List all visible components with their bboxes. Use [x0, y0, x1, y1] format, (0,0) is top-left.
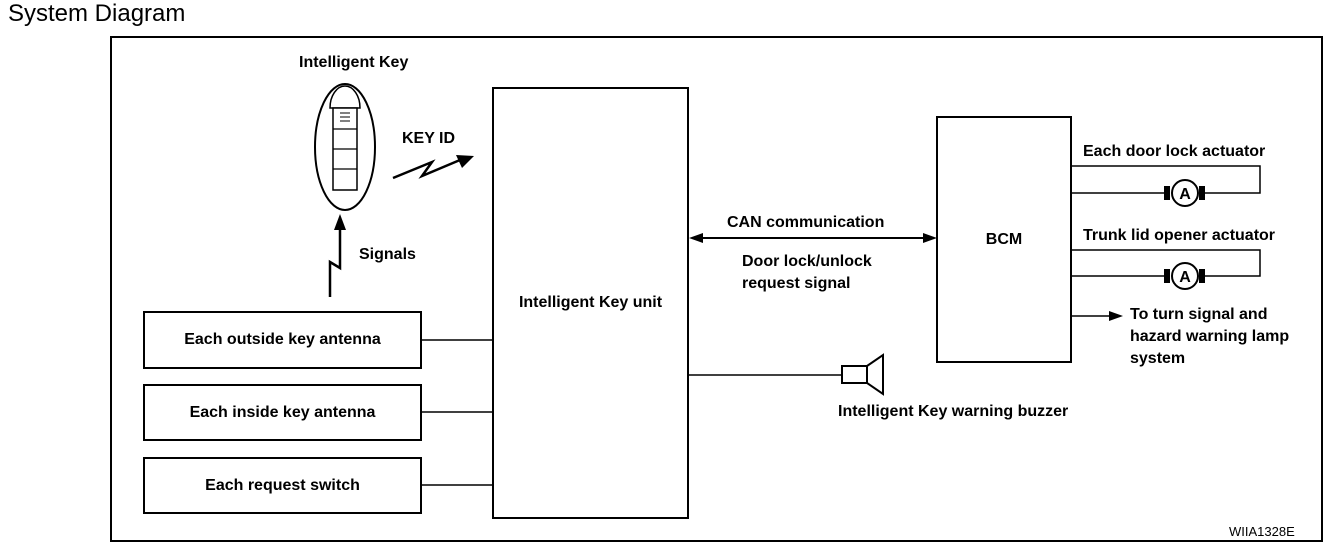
- diagram-frame: [110, 36, 1323, 542]
- inside-antenna-box: Each inside key antenna: [143, 384, 422, 441]
- intelligent-key-unit-label: Intelligent Key unit: [518, 294, 663, 311]
- trunk-actuator-symbol: A: [1179, 269, 1191, 286]
- buzzer-label: Intelligent Key warning buzzer: [838, 403, 1069, 420]
- key-id-wireless-icon: [392, 155, 474, 180]
- signals-wireless-icon: [328, 214, 346, 297]
- can-bus-arrow: [689, 233, 937, 243]
- door-lock-request-label: Door lock/unlock request signal: [742, 253, 872, 292]
- bcm-box: BCM: [936, 116, 1072, 363]
- can-communication-label: CAN communication: [727, 214, 885, 231]
- door-lock-actuator-circuit: [1071, 165, 1261, 207]
- buzzer-icon: [841, 353, 884, 396]
- intelligent-key-unit-box: Intelligent Key unit: [492, 87, 689, 519]
- outside-antenna-box: Each outside key antenna: [143, 311, 422, 369]
- key-id-label: KEY ID: [402, 130, 456, 147]
- bcm-label: BCM: [985, 230, 1023, 248]
- outside-antenna-label: Each outside key antenna: [184, 331, 381, 348]
- diagram-code: WIIA1328E: [1229, 524, 1295, 539]
- turn-signal-arrow: [1071, 311, 1123, 321]
- intelligent-key-fob-icon: [314, 83, 376, 211]
- trunk-actuator-circuit: [1071, 249, 1261, 290]
- request-switch-label: Each request switch: [205, 476, 360, 494]
- signals-label: Signals: [359, 246, 416, 263]
- door-actuator-symbol: A: [1179, 186, 1191, 203]
- turn-signal-label: To turn signal and hazard warning lamp s…: [1130, 306, 1290, 367]
- page-title: System Diagram: [8, 0, 186, 27]
- intelligent-key-label: Intelligent Key: [299, 54, 409, 71]
- door-lock-actuator-label: Each door lock actuator: [1083, 143, 1266, 160]
- inside-antenna-label: Each inside key antenna: [189, 403, 376, 421]
- request-switch-box: Each request switch: [143, 457, 422, 514]
- trunk-actuator-label: Trunk lid opener actuator: [1083, 227, 1276, 244]
